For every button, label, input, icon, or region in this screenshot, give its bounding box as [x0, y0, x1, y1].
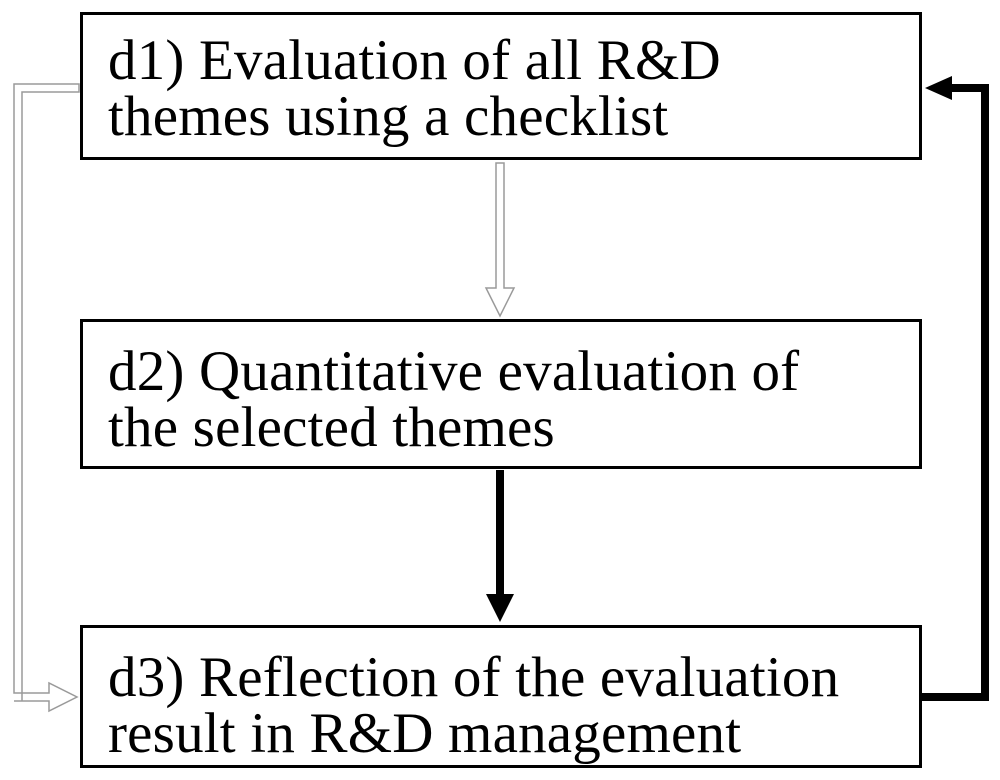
node-d3-box: d3) Reflection of the evaluation result …: [80, 625, 922, 768]
node-d3-label: d3) Reflection of the evaluation result …: [108, 646, 840, 765]
edge-d3-to-d1-bold-feedback-arrow: [922, 76, 989, 701]
node-d2-label: d2) Quantitative evaluation of the selec…: [108, 340, 800, 459]
node-d1-label: d1) Evaluation of all R&D themes using a…: [108, 29, 721, 148]
edge-d1-to-d2-hollow-arrow: [484, 162, 516, 318]
edge-d1-to-d3-hollow-arrow: [13, 83, 80, 713]
node-d1-box: d1) Evaluation of all R&D themes using a…: [80, 12, 922, 160]
node-d2-box: d2) Quantitative evaluation of the selec…: [80, 319, 922, 469]
edge-d2-to-d3-bold-arrow: [486, 470, 514, 622]
